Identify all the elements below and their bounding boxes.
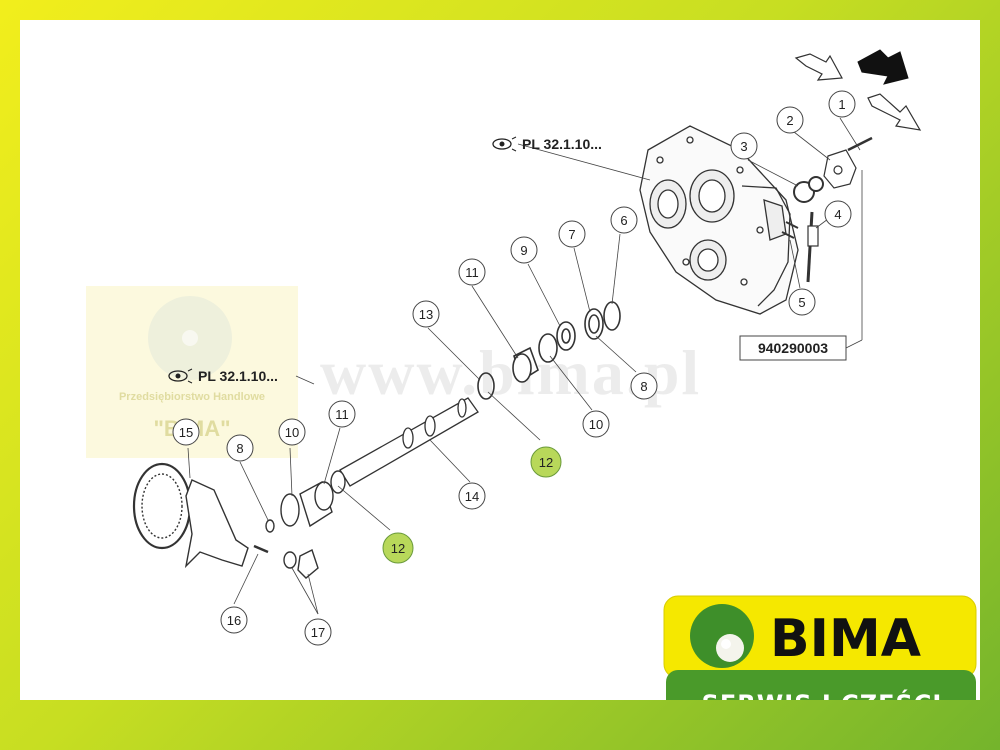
svg-text:12: 12 [391,541,405,556]
exploded-parts-diagram: Przedsiębiorstwo Handlowe "BIMA" www.bim… [86,49,977,700]
callout-12-left: 12 [382,532,414,564]
svg-text:5: 5 [798,295,805,310]
diagram-canvas: Przedsiębiorstwo Handlowe "BIMA" www.bim… [20,20,980,700]
logo-brand: BIMA [770,609,921,669]
callout-8-right: 8 [630,372,658,400]
main-shaft [339,397,479,487]
callout-3: 3 [730,132,758,160]
reference-left-label: PL 32.1.10... [198,368,278,384]
callout-6: 6 [610,206,638,234]
callout-13: 13 [412,300,440,328]
reference-left: PL 32.1.10... [168,368,278,384]
seal-line1: Przedsiębiorstwo Handlowe [119,391,265,403]
callout-5: 5 [788,288,816,316]
callout-16: 16 [220,606,248,634]
svg-text:11: 11 [335,407,349,422]
svg-text:8: 8 [236,441,243,456]
callout-11-left: 11 [328,400,356,428]
svg-text:11: 11 [465,265,479,280]
callout-8-left: 8 [226,434,254,462]
svg-text:10: 10 [589,417,603,432]
svg-text:4: 4 [834,207,841,222]
logo-tagline: SERWIS I CZĘŚCI [702,688,943,700]
leader-lines [187,117,863,615]
svg-text:1: 1 [838,97,845,112]
svg-text:16: 16 [227,613,241,628]
eye-icon [492,136,517,152]
svg-text:14: 14 [465,489,479,504]
callout-12-right: 12 [530,446,562,478]
svg-text:12: 12 [539,455,553,470]
svg-text:13: 13 [419,307,433,322]
shaft-rings [477,301,621,400]
part-number: 940290003 [758,340,828,356]
callout-7: 7 [558,220,586,248]
callout-14: 14 [458,482,486,510]
svg-text:9: 9 [520,243,527,258]
direction-arrows [794,49,922,131]
callout-1: 1 [828,90,856,118]
callout-4: 4 [824,200,852,228]
ball-icon [690,604,754,668]
svg-text:3: 3 [740,139,747,154]
small-parts-cluster [781,136,873,283]
svg-text:2: 2 [786,113,793,128]
bima-logo: BIMA SERWIS I CZĘŚCI [663,595,977,700]
callout-17: 17 [304,618,332,646]
callout-15: 15 [172,418,200,446]
left-assembly [132,462,346,579]
callout-10-right: 10 [582,410,610,438]
svg-text:10: 10 [285,425,299,440]
reference-top-label: PL 32.1.10... [522,136,602,152]
callout-11-top: 11 [458,258,486,286]
callout-10-left: 10 [278,418,306,446]
svg-text:6: 6 [620,213,627,228]
svg-text:17: 17 [311,625,325,640]
callouts: 1 2 3 4 5 6 7 9 11 13 8 10 12 14 11 12 1… [172,90,856,646]
part-number-box: 940290003 [739,335,847,361]
reference-top: PL 32.1.10... [492,136,602,152]
svg-text:8: 8 [640,379,647,394]
callout-2: 2 [776,106,804,134]
gearbox-housing [639,125,799,315]
svg-text:15: 15 [179,425,193,440]
callout-9: 9 [510,236,538,264]
eye-icon [168,368,193,384]
svg-text:7: 7 [568,227,575,242]
